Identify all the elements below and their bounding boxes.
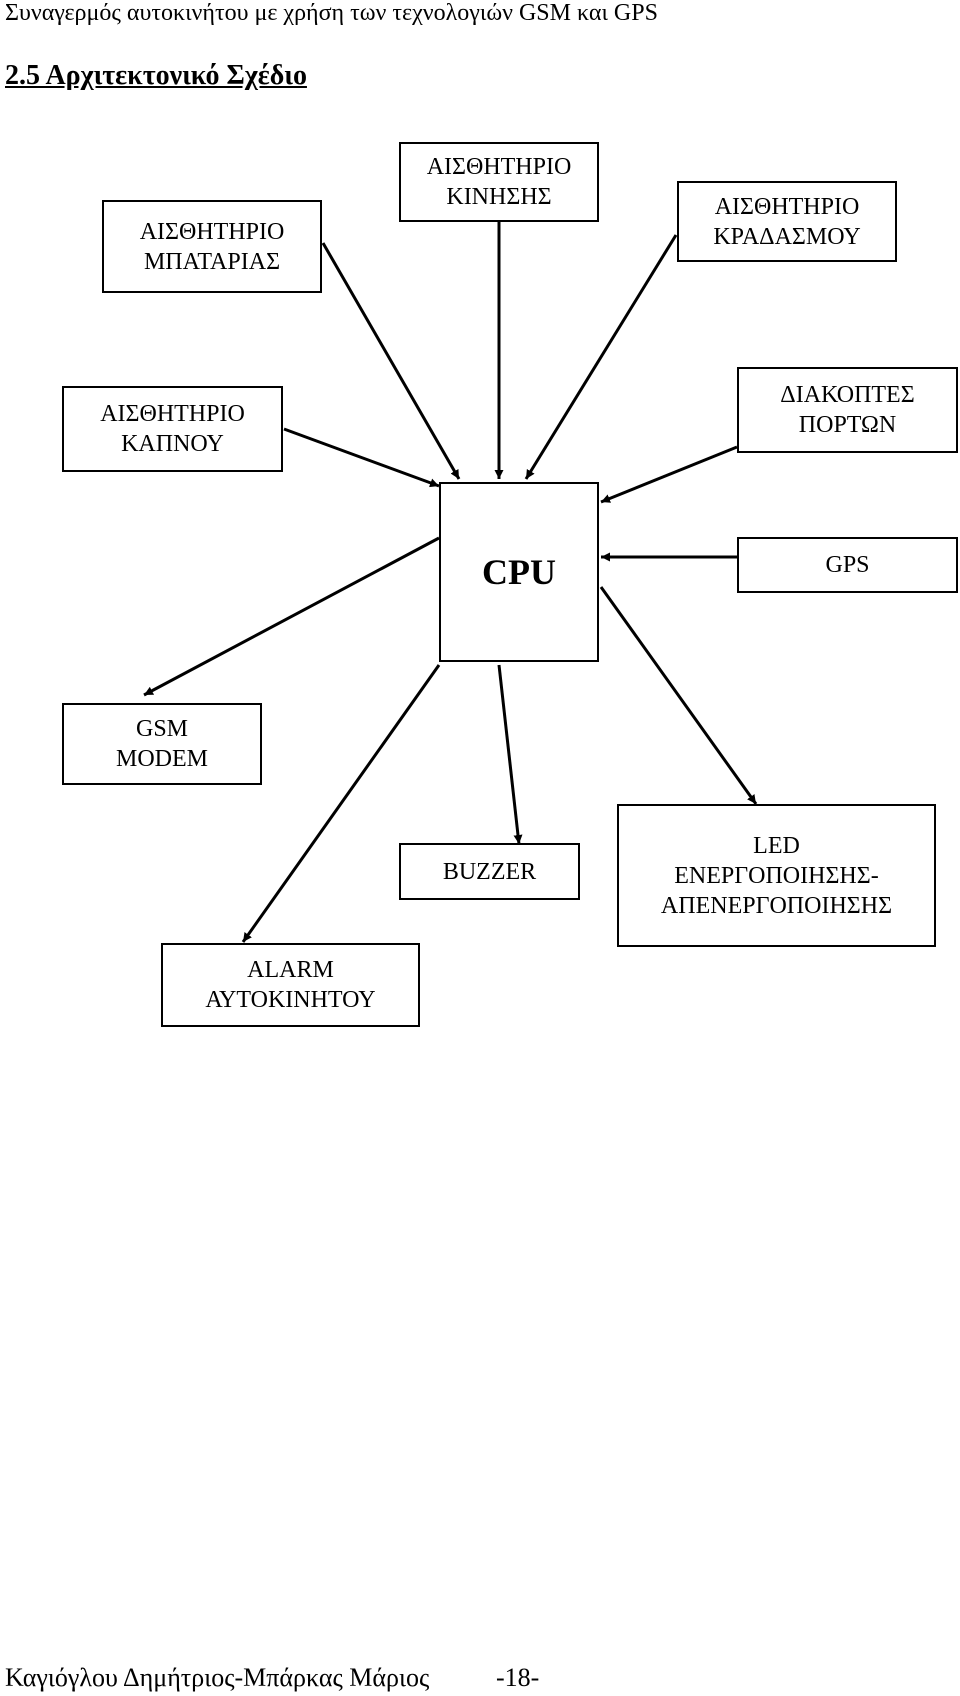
cpu-box: CPU — [439, 482, 599, 662]
node-label: CPU — [482, 552, 556, 592]
arrow-cpu-to-buzzer — [497, 664, 523, 845]
gsm-modem-box: GSM MODEM — [62, 703, 262, 785]
node-label: ΚΑΠΝΟΥ — [121, 431, 224, 457]
buzzer-box: BUZZER — [399, 843, 580, 900]
arrow-doors-to-cpu — [600, 445, 738, 504]
node-label: ΑΙΣΘΗΤΗΡΙΟ — [100, 401, 245, 427]
arrow-smoke-to-cpu — [283, 427, 440, 488]
motion-sensor-box: ΑΙΣΘΗΤΗΡΙΟ ΚΙΝΗΣΗΣ — [399, 142, 599, 222]
node-label: ALARM — [247, 957, 334, 983]
gps-box: GPS — [737, 537, 958, 593]
node-label: BUZZER — [442, 858, 537, 885]
arrow-vibration-to-cpu — [524, 234, 678, 480]
arrow-cpu-to-led — [599, 586, 758, 805]
footer-authors: Καγιόγλου Δημήτριος-Μπάρκας Μάριος — [5, 1663, 430, 1692]
running-header: Συναγερμός αυτοκινήτου με χρήση των τεχν… — [5, 0, 658, 26]
alarm-box: ALARM ΑΥΤΟΚΙΝΗΤΟΥ — [161, 943, 420, 1027]
door-switches-box: ΔΙΑΚΟΠΤΕΣ ΠΟΡΤΩΝ — [737, 367, 958, 453]
node-label: ΑΙΣΘΗΤΗΡΙΟ — [426, 154, 572, 180]
arrow-cpu-to-alarm — [241, 664, 441, 943]
node-label: ΔΙΑΚΟΠΤΕΣ — [780, 382, 915, 408]
node-label: ΑΙΣΘΗΤΗΡΙΟ — [714, 193, 860, 220]
node-label: GPS — [825, 552, 870, 578]
node-label: ΑΥΤΟΚΙΝΗΤΟΥ — [205, 987, 376, 1013]
node-label: ΚΙΝΗΣΗΣ — [446, 184, 552, 210]
node-label: LED — [753, 832, 800, 859]
node-label: ΠΟΡΤΩΝ — [798, 412, 897, 438]
node-label: ΑΠΕΝΕΡΓΟΠΟΙΗΣΗΣ — [660, 892, 893, 919]
led-box: LED ΕΝΕΡΓΟΠΟΙΗΣΗΣ- ΑΠΕΝΕΡΓΟΠΟΙΗΣΗΣ — [617, 804, 936, 947]
section-title: 2.5 Αρχιτεκτονικό Σχέδιο — [5, 60, 307, 91]
node-label: GSM — [135, 716, 189, 742]
battery-sensor-box: ΑΙΣΘΗΤΗΡΙΟ ΜΠΑΤΑΡΙΑΣ — [102, 200, 322, 293]
node-label: MODEM — [115, 746, 208, 772]
node-label: ΜΠΑΤΑΡΙΑΣ — [143, 248, 281, 275]
node-label: ΕΝΕΡΓΟΠΟΙΗΣΗΣ- — [674, 862, 879, 889]
arrow-cpu-to-gsm — [143, 536, 440, 697]
arrow-battery-to-cpu — [321, 242, 461, 480]
node-label: ΚΡΑΔΑΣΜΟΥ — [713, 223, 861, 250]
smoke-sensor-box: ΑΙΣΘΗΤΗΡΙΟ ΚΑΠΝΟΥ — [62, 386, 283, 472]
node-label: ΑΙΣΘΗΤΗΡΙΟ — [139, 218, 285, 245]
page-number: -18- — [496, 1663, 540, 1692]
vibration-sensor-box: ΑΙΣΘΗΤΗΡΙΟ ΚΡΑΔΑΣΜΟΥ — [677, 181, 897, 262]
